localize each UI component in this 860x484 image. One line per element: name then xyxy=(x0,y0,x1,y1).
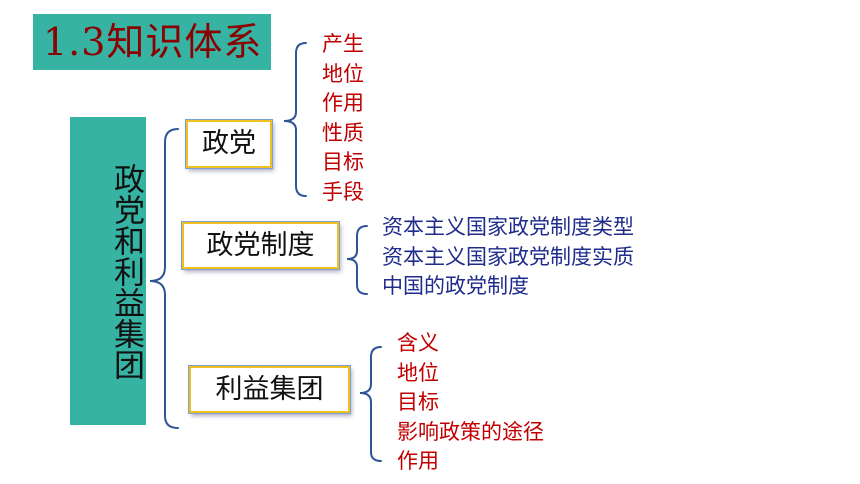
list-item: 含义 xyxy=(397,331,439,355)
title-banner: 1.3知识体系 xyxy=(33,14,271,70)
list-item: 资本主义国家政党制度类型 xyxy=(382,215,634,239)
list-item: 作用 xyxy=(322,91,364,115)
zhidu-items: 资本主义国家政党制度类型 资本主义国家政党制度实质 中国的政党制度 xyxy=(382,213,634,302)
list-item: 地位 xyxy=(397,360,439,385)
list-item: 作用 xyxy=(397,449,439,473)
bracket-zhidu xyxy=(346,225,368,295)
root-node: 政党和利益集团 xyxy=(70,117,146,425)
bracket-jituan xyxy=(359,346,382,462)
category-zhidu: 政党制度 xyxy=(182,222,339,269)
category-zhengdang: 政党 xyxy=(186,120,272,168)
list-item: 影响政策的途径 xyxy=(397,419,544,444)
bracket-zhengdang xyxy=(283,42,307,197)
category-label: 政党 xyxy=(202,128,256,159)
list-item: 目标 xyxy=(397,390,439,414)
zhengdang-items: 产生 地位 作用 性质 目标 手段 xyxy=(322,30,364,207)
list-item: 中国的政党制度 xyxy=(382,274,529,298)
page-title: 1.3知识体系 xyxy=(43,20,263,64)
category-label: 政党制度 xyxy=(206,229,315,261)
list-item: 性质 xyxy=(322,120,364,145)
list-item: 手段 xyxy=(322,179,364,204)
main-bracket xyxy=(149,128,179,429)
category-label: 利益集团 xyxy=(215,373,324,405)
category-jituan: 利益集团 xyxy=(189,366,350,413)
root-label: 政党和利益集团 xyxy=(108,162,144,380)
list-item: 资本主义国家政党制度实质 xyxy=(382,244,634,269)
list-item: 目标 xyxy=(322,150,364,174)
jituan-items: 含义 地位 目标 影响政策的途径 作用 xyxy=(397,329,544,477)
list-item: 产生 xyxy=(322,32,364,56)
list-item: 地位 xyxy=(322,61,364,86)
